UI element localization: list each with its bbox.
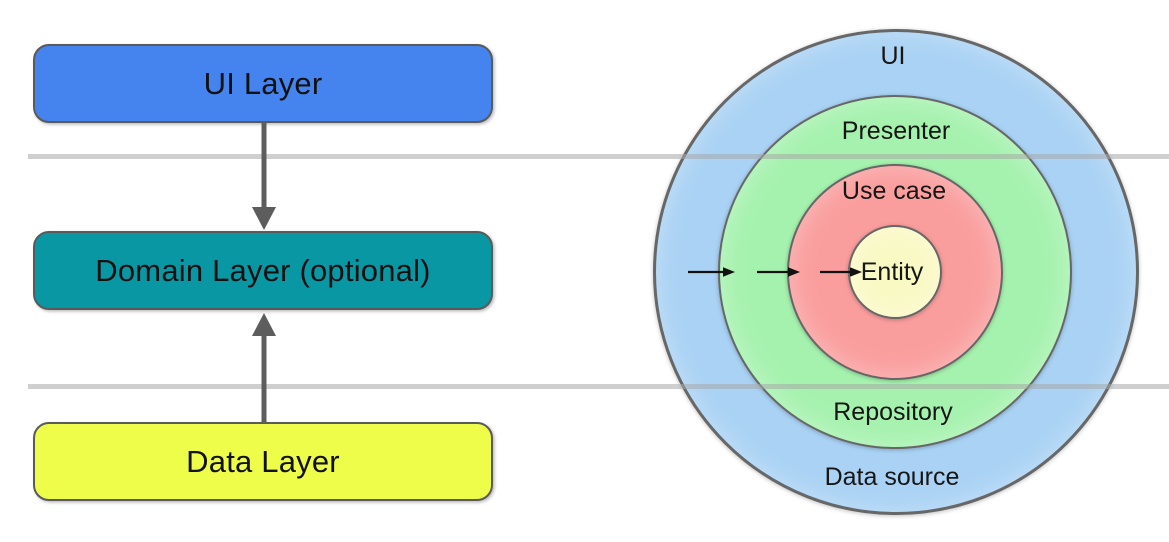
ring-label-use-case: Use case (841, 177, 947, 205)
inward-arrow-2 (757, 267, 800, 277)
inward-arrows-icon (688, 267, 862, 277)
circle-entity (848, 225, 942, 319)
ring-label-presenter: Presenter (841, 117, 951, 145)
data-layer-label: Data Layer (186, 443, 340, 479)
ring-label-entity: Entity (860, 258, 924, 286)
ring-label-data-source: Data source (824, 463, 960, 491)
inward-arrow-3 (820, 267, 862, 277)
ring-label-ui: UI (880, 42, 906, 70)
domain-layer-label: Domain Layer (optional) (95, 252, 431, 288)
ui-layer-box: UI Layer (33, 44, 493, 123)
ui-layer-label: UI Layer (203, 65, 323, 101)
ring-label-repository: Repository (833, 398, 953, 426)
inward-arrow-1 (688, 267, 735, 277)
ui-to-domain-arrow-icon (252, 123, 276, 230)
separator-line-bottom (28, 384, 1169, 389)
data-layer-box: Data Layer (33, 422, 493, 501)
data-to-domain-arrow-icon (252, 313, 276, 423)
domain-layer-box: Domain Layer (optional) (33, 231, 493, 310)
separator-line-top (28, 154, 1169, 159)
